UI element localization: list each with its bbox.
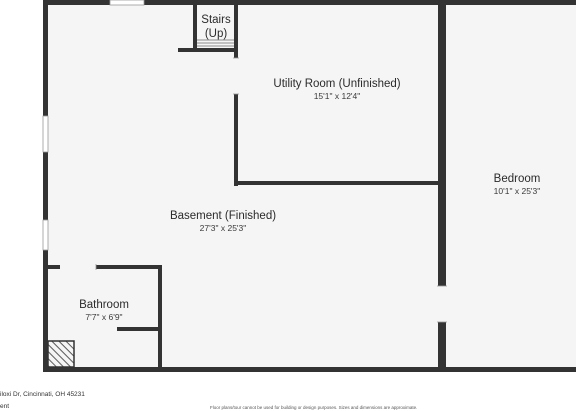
- door-jambs: [95, 57, 447, 323]
- utility-room-floor: [236, 4, 440, 183]
- windows: [42, 0, 145, 251]
- window-left-upper: [42, 115, 49, 153]
- bedroom-floor: [442, 4, 576, 369]
- window-left-lower: [42, 219, 49, 251]
- window-top: [109, 0, 145, 6]
- stair-steps: [197, 39, 234, 47]
- interior-walls: [46, 4, 446, 369]
- stairs-name-line1: Stairs: [201, 14, 231, 26]
- exterior-walls: [43, 0, 576, 372]
- utility-room-label: Utility Room (Unfinished) 15'1" x 12'4": [273, 77, 400, 102]
- stairs-label: Stairs (Up): [201, 13, 230, 42]
- utility-door-opening: [233, 58, 239, 94]
- door-openings: [60, 58, 447, 322]
- bedroom-door-opening: [437, 286, 447, 322]
- bedroom-dims: 10'1" x 25'3": [493, 186, 541, 197]
- shower-fixture: [47, 340, 75, 368]
- utility-room-dims: 15'1" x 12'4": [313, 91, 361, 102]
- basement-label: Basement (Finished) 27'3" x 25'3": [170, 209, 276, 234]
- basement-name: Basement (Finished): [169, 210, 277, 222]
- level-text: ent: [0, 403, 10, 410]
- bathroom-name: Bathroom: [79, 299, 129, 311]
- address-text: iloxi Dr, Cincinnati, OH 45231: [0, 391, 85, 398]
- bedroom-label: Bedroom 10'1" x 25'3": [494, 172, 541, 197]
- utility-room-name: Utility Room (Unfinished): [273, 78, 401, 90]
- disclaimer-text: Floor plans/tour cannot be used for buil…: [210, 405, 418, 410]
- basement-dims: 27'3" x 25'3": [199, 223, 247, 234]
- bathroom-label: Bathroom 7'7" x 6'9": [79, 298, 129, 323]
- bathroom-door-opening: [60, 264, 96, 270]
- bathroom-dims: 7'7" x 6'9": [85, 312, 123, 323]
- stairs-name-line2: (Up): [204, 28, 228, 41]
- bedroom-name: Bedroom: [493, 173, 541, 185]
